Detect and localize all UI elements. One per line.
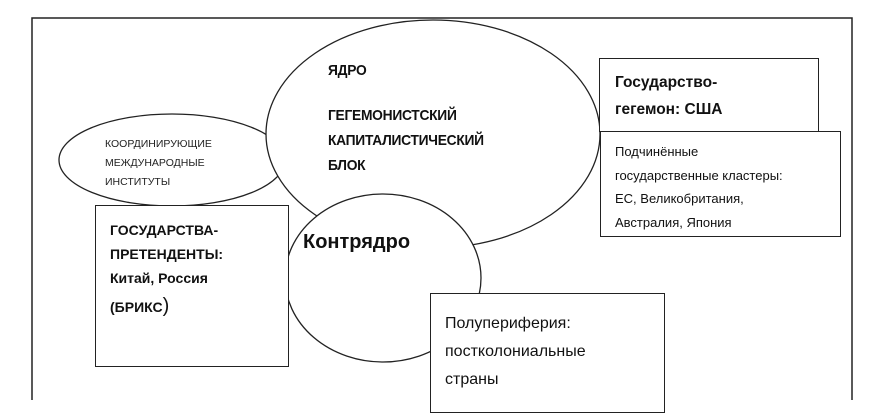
contenders-line: ПРЕТЕНДЕНТЫ: bbox=[110, 246, 224, 262]
contenders-box: ГОСУДАРСТВА- ПРЕТЕНДЕНТЫ: Китай, Россия … bbox=[95, 205, 289, 367]
institutes-line: МЕЖДУНАРОДНЫЕ bbox=[105, 157, 205, 169]
hegemon-box: Государство- гегемон: США bbox=[599, 58, 819, 132]
contenders-label: ГОСУДАРСТВА- ПРЕТЕНДЕНТЫ: Китай, Россия … bbox=[110, 218, 223, 319]
core-line: БЛОК bbox=[328, 157, 366, 174]
semi-periphery-label: Полупериферия: постколониальные страны bbox=[445, 310, 586, 394]
core-title: ЯДРО bbox=[328, 62, 367, 79]
core-line: ГЕГЕМОНИСТСКИЙ bbox=[328, 107, 457, 124]
subordinate-line: ЕС, Великобритания, bbox=[615, 191, 744, 206]
contenders-paren: ) bbox=[162, 295, 170, 317]
subordinate-line: Подчинённые bbox=[615, 144, 699, 159]
subordinate-line: государственные кластеры: bbox=[615, 167, 783, 183]
subordinate-label: Подчинённые государственные кластеры: ЕС… bbox=[615, 140, 783, 234]
institutes-line: КООРДИНИРУЮЩИЕ bbox=[105, 138, 212, 150]
institutes-label: КООРДИНИРУЮЩИЕ МЕЖДУНАРОДНЫЕ ИНСТИТУТЫ bbox=[105, 135, 212, 192]
contenders-line: (БРИКС bbox=[110, 299, 163, 315]
semi-periphery-line: страны bbox=[445, 371, 499, 388]
hegemon-line: Государство- bbox=[615, 74, 718, 91]
institutes-line: ИНСТИТУТЫ bbox=[105, 176, 171, 188]
subordinate-line: Австралия, Япония bbox=[615, 214, 732, 230]
hegemon-line: гегемон: США bbox=[615, 101, 723, 118]
subordinate-box: Подчинённые государственные кластеры: ЕС… bbox=[600, 131, 841, 237]
counter-core-label: Контрядро bbox=[303, 231, 411, 253]
semi-periphery-line: постколониальные bbox=[445, 343, 586, 360]
contenders-line: ГОСУДАРСТВА- bbox=[110, 222, 219, 238]
semi-periphery-line: Полупериферия: bbox=[445, 315, 571, 332]
outer-frame bbox=[31, 17, 853, 400]
contenders-line: Китай, Россия bbox=[110, 270, 208, 286]
semi-periphery-box: Полупериферия: постколониальные страны bbox=[430, 293, 665, 413]
core-line: КАПИТАЛИСТИЧЕСКИЙ bbox=[328, 132, 484, 149]
hegemon-label: Государство- гегемон: США bbox=[615, 69, 722, 123]
core-label: ГЕГЕМОНИСТСКИЙ КАПИТАЛИСТИЧЕСКИЙ БЛОК bbox=[328, 103, 484, 178]
